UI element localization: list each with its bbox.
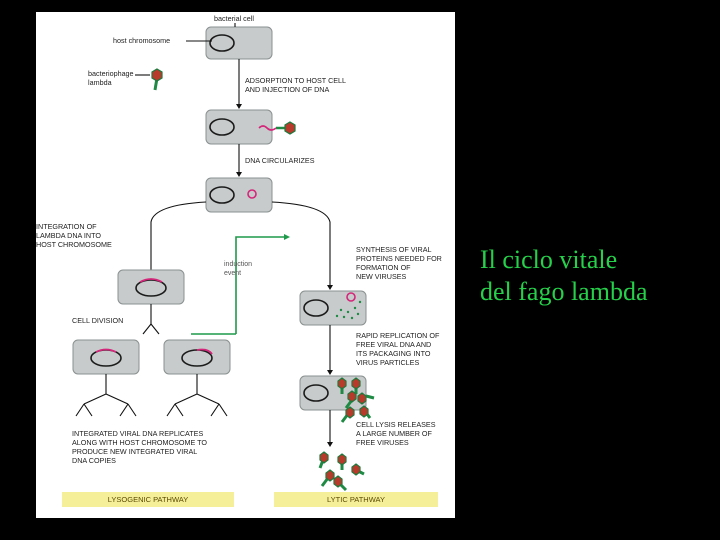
label-lysis-2: A LARGE NUMBER OF [356,429,432,438]
label-dna-circularizes: DNA CIRCULARIZES [245,156,315,165]
label-integrated-4: DNA COPIES [72,456,116,465]
cell-circular-dna [205,177,273,213]
diagram-panel: bacterial cell host chromosome bacteriop… [36,12,455,518]
label-lytic-pathway: LYTIC PATHWAY [327,495,385,504]
label-rapid-2: FREE VIRAL DNA AND [356,340,431,349]
label-integration-3: HOST CHROMOSOME [36,240,112,249]
cell-virus-assembly [299,375,375,423]
slide-title: Il ciclo vitale del fago lambda [480,244,710,308]
daughter-cell-left [72,339,140,375]
label-lysis-3: FREE VIRUSES [356,438,409,447]
cell-injection [205,109,296,145]
label-synthesis-2: PROTEINS NEEDED FOR [356,254,442,263]
label-synthesis-4: NEW VIRUSES [356,272,407,281]
label-integrated-3: PRODUCE NEW INTEGRATED VIRAL [72,447,197,456]
label-cell-division: CELL DIVISION [72,316,123,325]
cell-initial [205,26,273,60]
title-line-2: del fago lambda [480,277,648,306]
label-lysis-1: CELL LYSIS RELEASES [356,420,436,429]
label-integrated-1: INTEGRATED VIRAL DNA REPLICATES [72,429,203,438]
label-induction: induction [224,261,252,268]
lambda-life-cycle-diagram: bacterial cell host chromosome bacteriop… [36,14,442,507]
tree-right [174,374,220,405]
cell-lysogen [117,269,185,305]
label-rapid-4: VIRUS PARTICLES [356,358,419,367]
label-host-chromosome: host chromosome [113,36,170,45]
division-arrows [142,323,160,335]
label-lysogenic-pathway: LYSOGENIC PATHWAY [108,495,188,504]
label-integration-2: LAMBDA DNA INTO [36,231,101,240]
daughter-cell-right [163,339,231,375]
branch-lytic [271,201,331,287]
label-adsorption-1: ADSORPTION TO HOST CELL [245,76,346,85]
label-bacteriophage: bacteriophage [88,69,134,78]
cell-protein-synthesis [299,290,367,326]
label-event: event [224,270,241,277]
label-synthesis-1: SYNTHESIS OF VIRAL [356,245,432,254]
tree-left [83,374,129,405]
label-rapid-3: ITS PACKAGING INTO [356,349,431,358]
label-bacterial-cell: bacterial cell [214,14,254,23]
label-lambda: lambda [88,78,112,87]
label-integration-1: INTEGRATION OF [36,222,97,231]
phage-icon [151,68,163,91]
induction-arrow [235,236,286,334]
label-adsorption-2: AND INJECTION OF DNA [245,85,329,94]
lytic-bar [274,492,438,507]
label-synthesis-3: FORMATION OF [356,263,411,272]
free-viruses [318,451,365,492]
label-rapid-1: RAPID REPLICATION OF [356,331,440,340]
lysogenic-bar [62,492,234,507]
branch-lysogenic [150,201,207,274]
title-line-1: Il ciclo vitale [480,245,618,274]
label-integrated-2: ALONG WITH HOST CHROMOSOME TO [72,438,207,447]
